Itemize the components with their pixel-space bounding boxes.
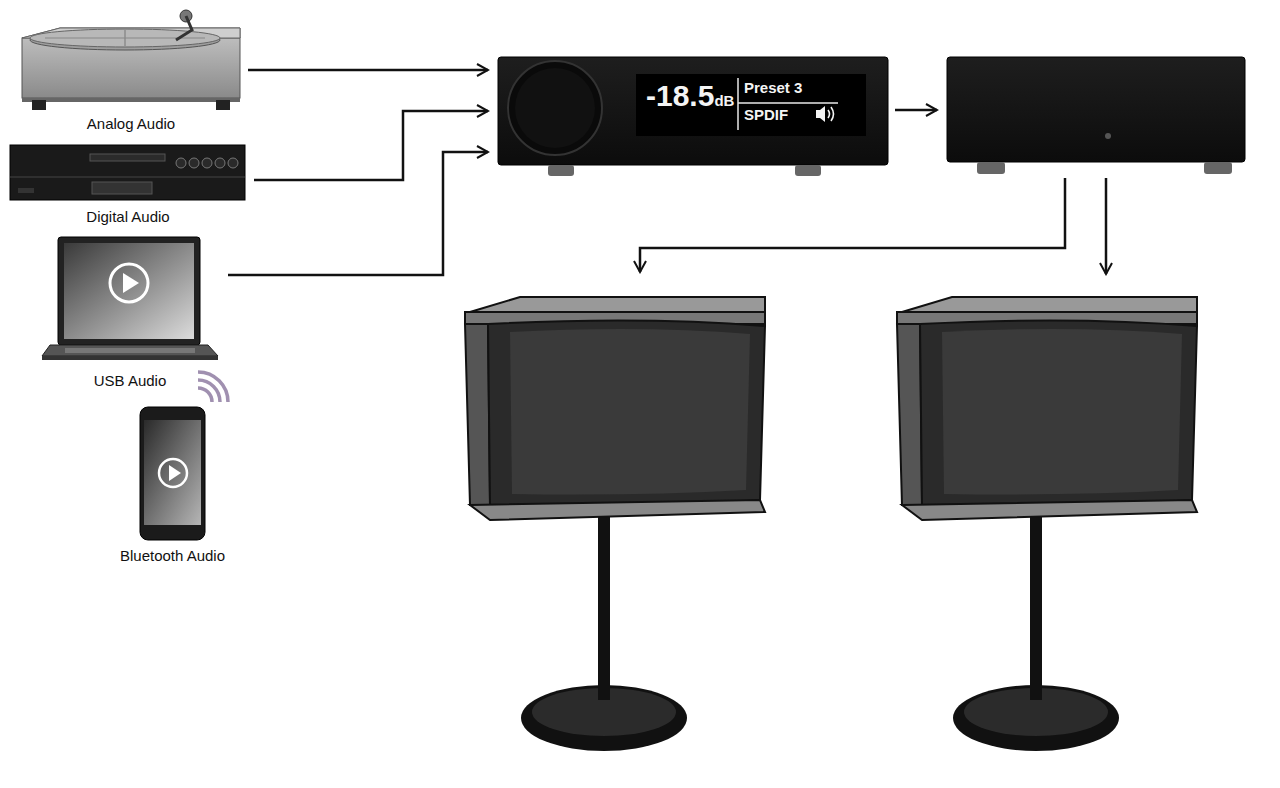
input-name: SPDIF [744, 106, 788, 124]
laptop [42, 237, 218, 360]
cd-player [10, 145, 245, 200]
preamp-box: -18.5dB Preset 3 SPDIF [498, 57, 888, 165]
source-device: Bluetooth Audio [100, 372, 245, 565]
display-line: SPDIF [744, 106, 788, 124]
signal-arrow [254, 111, 488, 180]
volume-readout: -18.5dB [646, 79, 734, 113]
signal-arrow [228, 152, 488, 275]
volume-value: -18.5 [646, 79, 714, 113]
phone [140, 372, 228, 540]
turntable [22, 10, 240, 110]
source-device: Digital Audio [10, 143, 246, 226]
preset-name: Preset 3 [744, 79, 802, 97]
device-label: USB Audio [94, 372, 167, 390]
power-amplifier [947, 57, 1245, 174]
device-label: Analog Audio [87, 115, 175, 133]
signal-arrow [248, 69, 488, 72]
display-line: Preset 3 [744, 79, 802, 97]
device-label: Bluetooth Audio [120, 547, 225, 565]
signal-arrow [640, 110, 1106, 274]
source-device: Analog Audio [22, 5, 240, 133]
source-device: USB Audio [40, 235, 220, 390]
speaker [465, 297, 1197, 751]
volume-unit: dB [714, 92, 734, 109]
device-label: Digital Audio [86, 208, 169, 226]
preamp-dac [498, 57, 888, 176]
